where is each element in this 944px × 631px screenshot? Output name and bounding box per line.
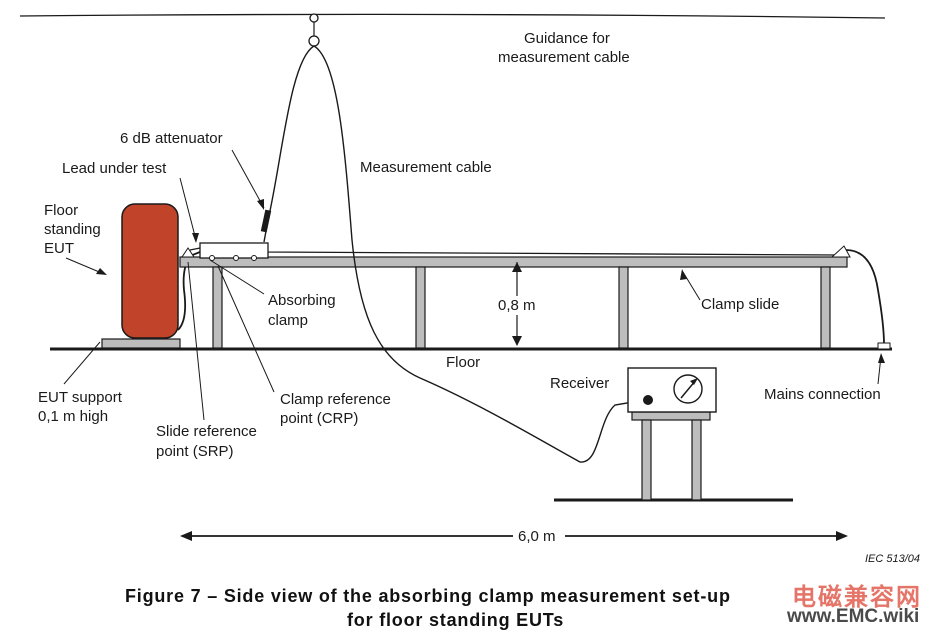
- slide-leg: [618, 266, 629, 349]
- receiver-leg: [641, 419, 652, 501]
- clamp-slide-top: [179, 256, 848, 268]
- iec-reference: IEC 513/04: [865, 553, 921, 565]
- clamp-slide-label: Clamp slide: [701, 296, 780, 313]
- guidance-label-line1: Guidance for: [524, 30, 610, 47]
- receiver-table-top: [631, 411, 711, 421]
- guidance-pulley: [309, 13, 319, 23]
- crp-label-line2: point (CRP): [280, 410, 359, 427]
- absorbing-clamp-label-line2: clamp: [268, 312, 309, 329]
- absorbing-clamp-label-line1: Absorbing: [268, 292, 336, 309]
- slide-leg: [212, 266, 223, 349]
- receiver: [627, 367, 717, 413]
- crp-label-line1: Clamp reference: [280, 391, 391, 408]
- guidance-label-line2: measurement cable: [498, 49, 630, 66]
- eut-support-label-line2: 0,1 m high: [38, 408, 109, 425]
- watermark-url: www.EMC.wiki: [787, 606, 920, 627]
- eut-label-line1: Floor: [44, 202, 79, 219]
- cable-hook: [308, 35, 320, 47]
- watermark-chinese: 电磁兼容网: [792, 583, 922, 611]
- floor-label: Floor: [446, 354, 481, 371]
- mains-cable: [845, 249, 885, 345]
- measurement-cable: [263, 45, 646, 463]
- eut-support: [101, 338, 181, 349]
- height-label: 0,8 m: [498, 296, 536, 315]
- mains-label: Mains connection: [764, 386, 881, 403]
- receiver-input-port: [643, 395, 653, 405]
- leader-lines: [63, 149, 882, 421]
- slide-leg: [820, 266, 831, 349]
- attenuator-label: 6 dB attenuator: [120, 130, 223, 147]
- receiver-label: Receiver: [550, 375, 610, 392]
- slide-end-right: [830, 245, 851, 258]
- eut-label-line3: EUT: [44, 240, 74, 257]
- srp-label-line2: point (SRP): [156, 443, 234, 460]
- eut-body: [121, 203, 179, 339]
- slide-leg: [415, 266, 426, 349]
- receiver-leg: [691, 419, 702, 501]
- slide-end-left: [181, 247, 195, 258]
- measurement-cable-label: Measurement cable: [360, 159, 492, 176]
- eut-support-label-line1: EUT support: [38, 389, 122, 406]
- figure-caption-line2: for floor standing EUTs: [347, 610, 565, 630]
- guidance-wire: [19, 13, 886, 19]
- lead-label: Lead under test: [62, 160, 167, 177]
- eut-label-line2: standing: [44, 221, 101, 238]
- length-label: 6,0 m: [518, 528, 556, 545]
- figure-caption-line1: Figure 7 – Side view of the absorbing cl…: [125, 586, 731, 606]
- lead-under-test: [189, 247, 841, 256]
- srp-label-line1: Slide reference: [156, 423, 257, 440]
- mains-connection-box: [877, 342, 891, 350]
